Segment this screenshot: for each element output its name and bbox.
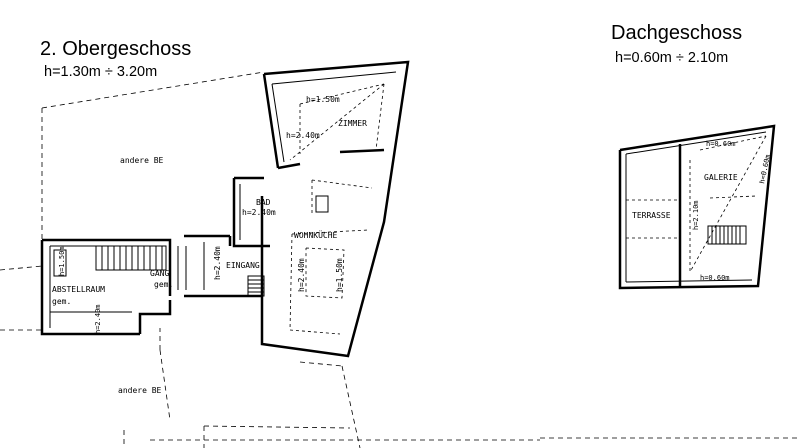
- label-wohnkueche-height-2: h=1.50m: [335, 258, 344, 292]
- neighbour-outline: [0, 71, 800, 448]
- label-wohnkueche: WOHNKÜCHE: [294, 230, 338, 240]
- stairs-eingang: [247, 275, 265, 297]
- floor2-height-range: h=1.30m ÷ 3.20m: [44, 64, 158, 80]
- label-abstellraum-height-1: h=1.50m: [58, 246, 66, 276]
- label-eingang: EINGANG: [226, 261, 260, 270]
- label-gang-gem: gem.: [154, 280, 173, 289]
- label-galerie-height-top: h=0.60m: [706, 140, 736, 148]
- label-wohnkueche-height-1: h=2.40m: [297, 258, 306, 292]
- stairs-abstellraum: [53, 245, 167, 277]
- slope-lines-floor2: [289, 83, 385, 335]
- attic-walls: [618, 124, 776, 290]
- attic-title: Dachgeschoss: [611, 22, 743, 44]
- attic-height-range: h=0.60m ÷ 2.10m: [615, 50, 729, 66]
- label-andere-be-top: andere BE: [120, 156, 164, 165]
- floor2-title: 2. Obergeschoss: [40, 38, 192, 60]
- label-terrasse: TERRASSE: [632, 211, 671, 220]
- label-eingang-height: h=2.40m: [213, 246, 222, 280]
- floor2-walls: [40, 60, 410, 358]
- label-andere-be-bottom: andere BE: [118, 386, 162, 395]
- label-galerie: GALERIE: [704, 173, 738, 182]
- label-zimmer-height-1: h=1.50m: [306, 95, 340, 104]
- label-galerie-height-mid: h=2.10m: [692, 200, 700, 230]
- label-bad-height: h=2.40m: [242, 208, 276, 217]
- label-abstellraum: ABSTELLRAUM: [52, 285, 105, 294]
- label-zimmer: ZIMMER: [338, 119, 367, 128]
- label-galerie-height-bottom: h=0.60m: [700, 274, 730, 282]
- label-zimmer-height-2: h=2.40m: [286, 131, 320, 140]
- label-abstellraum-gem: gem.: [52, 297, 71, 306]
- label-abstellraum-height-2: h=2.40m: [94, 304, 102, 334]
- label-gang: GANG: [150, 269, 169, 278]
- label-bad: BAD: [256, 198, 271, 207]
